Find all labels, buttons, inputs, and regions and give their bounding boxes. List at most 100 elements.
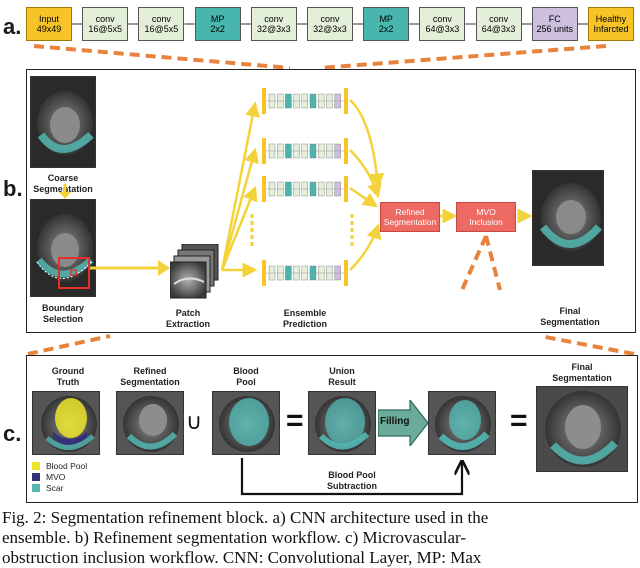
mvo-inclusion-line2: Inclusion <box>469 217 503 227</box>
equals-symbol-2: = <box>510 404 528 437</box>
ensemble-prediction-label: Ensemble Prediction <box>262 308 348 330</box>
blood-pool-line2: Pool <box>236 377 256 387</box>
cnn-block-line2: 256 units <box>536 24 574 34</box>
cnn-block-line1: conv <box>151 14 171 24</box>
ensemble-output <box>344 88 348 114</box>
section-label-a: a. <box>3 14 22 39</box>
equals-symbol-1: = <box>286 404 304 437</box>
ensemble-input <box>262 176 266 202</box>
boundary-selection-label: Boundary Selection <box>30 303 96 325</box>
cnn-block-line2: 64@3x3 <box>425 24 460 34</box>
final-segmentation-label-c: Final Segmentation <box>544 362 620 384</box>
ground-truth-line2: Truth <box>56 377 80 387</box>
cnn-block-line2: 16@5x5 <box>88 24 123 34</box>
refined-seg-c-line2: Segmentation <box>120 377 180 387</box>
legend-item: MVO <box>32 471 122 482</box>
cnn-block-line2: 64@3x3 <box>481 24 516 34</box>
cnn-block-line1: MP <box>210 14 225 24</box>
refined-segmentation-line1: Refined <box>395 207 425 217</box>
final-segmentation-b-line1: Final <box>559 306 581 316</box>
final-seg-c-line2: Segmentation <box>552 373 612 383</box>
blood-pool-line1: Blood <box>233 366 259 376</box>
workflow-arrows <box>90 99 533 278</box>
refined-seg-c-line1: Refined <box>133 366 167 376</box>
ensemble-input <box>262 138 266 164</box>
caption-line-3: obstruction inclusion workflow. CNN: Con… <box>2 548 482 567</box>
ensemble-input <box>262 88 266 114</box>
mvo-inclusion-box: MVO Inclusion <box>456 202 516 232</box>
legend-label: MVO <box>46 471 66 482</box>
final-segmentation-image <box>532 170 604 266</box>
filled-image <box>428 391 496 455</box>
legend-label: Scar <box>46 482 64 493</box>
ensemble-prediction-line2: Prediction <box>282 319 327 329</box>
cnn-block-line1: MP <box>379 14 393 24</box>
boundary-selection-line1: Boundary <box>41 303 84 313</box>
blood-pool-label: Blood Pool <box>218 366 274 388</box>
refined-segmentation-image <box>116 391 184 455</box>
cnn-block-line2: 2x2 <box>378 24 394 34</box>
dashed-connector-b-c <box>27 235 635 356</box>
patch-extraction-label: Patch Extraction <box>150 308 226 330</box>
filling-arrow <box>378 400 428 446</box>
legend-swatch <box>32 483 40 492</box>
union-result-line1: Union <box>329 366 355 376</box>
ensemble-output <box>344 138 348 164</box>
final-segmentation-label-b: Final Segmentation <box>530 306 610 328</box>
cnn-block-line2: Infarcted <box>593 24 629 34</box>
dashed-connector-a-b <box>33 44 607 70</box>
filling-label: Filling <box>380 416 410 427</box>
refined-segmentation-line2: Segmentation <box>383 217 437 227</box>
cnn-block-line2: 32@3x3 <box>313 24 347 34</box>
ensemble-input <box>262 260 266 286</box>
cnn-block-line2: 49x49 <box>36 24 62 34</box>
coarse-segmentation-image <box>30 76 96 168</box>
legend-swatch <box>32 472 40 481</box>
cnn-block-line1: conv <box>320 14 340 24</box>
blood-pool-subtraction-label: Blood Pool Subtraction <box>304 470 400 492</box>
union-result-image <box>308 391 376 455</box>
section-label-c: c. <box>3 421 22 446</box>
legend-item: Scar <box>32 482 122 493</box>
ground-truth-label: Ground Truth <box>34 366 102 388</box>
ground-truth-line1: Ground <box>51 366 85 376</box>
blood-pool-image <box>212 391 280 455</box>
arrow-coarse-to-boundary <box>59 184 71 199</box>
cnn-block-line1: Healthy <box>595 14 627 24</box>
patch-extraction-line2: Extraction <box>165 319 210 329</box>
subtraction-path <box>240 458 640 496</box>
ground-truth-image <box>32 391 100 455</box>
cnn-block-line1: Input <box>38 14 60 24</box>
caption-line-1: Fig. 2: Segmentation refinement block. a… <box>2 508 489 527</box>
refined-segmentation-box: Refined Segmentation <box>380 202 440 232</box>
cnn-block-line1: conv <box>95 14 115 24</box>
cnn-block-line1: FC <box>548 14 561 24</box>
subtraction-line1: Blood Pool <box>328 470 376 480</box>
final-segmentation-b-line2: Segmentation <box>540 317 600 327</box>
legend-item: Blood Pool <box>32 460 122 471</box>
legend-label: Blood Pool <box>46 460 88 471</box>
coarse-segmentation-label: Coarse Segmentation <box>33 173 93 194</box>
boundary-selection-line2: Selection <box>42 314 83 324</box>
final-seg-c-line1: Final <box>571 362 593 372</box>
caption-line-2: ensemble. b) Refinement segmentation wor… <box>2 528 467 547</box>
ensemble-networks <box>262 84 348 290</box>
patch-extraction-line1: Patch <box>175 308 201 318</box>
union-result-label: Union Result <box>312 366 372 388</box>
union-result-line2: Result <box>328 377 356 387</box>
ensemble-output <box>344 176 348 202</box>
cnn-block-line1: conv <box>432 14 452 24</box>
refined-segmentation-label-c: Refined Segmentation <box>112 366 188 388</box>
